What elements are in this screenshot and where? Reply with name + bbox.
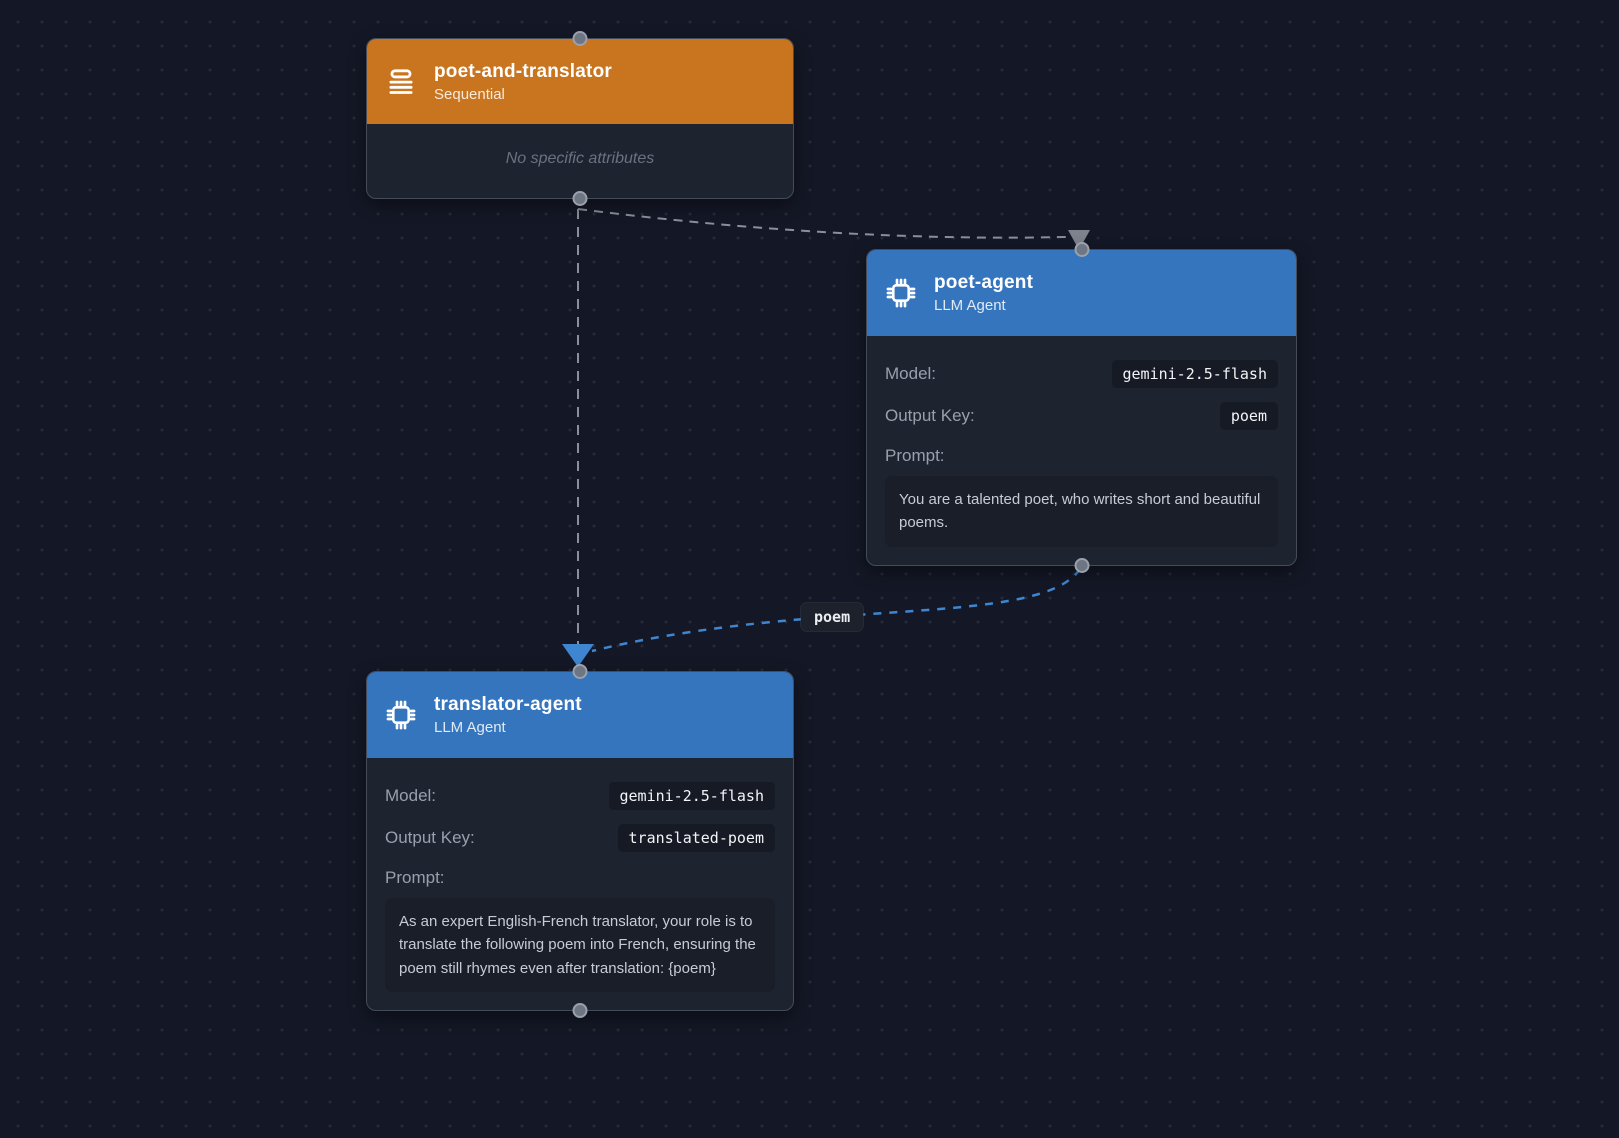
output-port[interactable] <box>572 1002 588 1018</box>
model-value: gemini-2.5-flash <box>1111 360 1278 388</box>
node-header[interactable]: translator-agent LLM Agent <box>367 672 793 758</box>
input-port[interactable] <box>572 31 588 46</box>
model-value: gemini-2.5-flash <box>608 782 775 810</box>
output-key-label: Output Key: <box>385 828 475 847</box>
node-header[interactable]: poet-and-translator Sequential <box>367 39 793 124</box>
node-title: poet-and-translator <box>434 60 612 82</box>
model-label: Model: <box>385 786 437 805</box>
output-port[interactable] <box>572 191 588 206</box>
edge-arrowhead-translator <box>562 644 594 667</box>
edge-poet-to-translator[interactable] <box>591 568 1082 653</box>
empty-attributes-note: No specific attributes <box>505 150 655 167</box>
output-key-label: Output Key: <box>885 406 975 425</box>
input-port[interactable] <box>1074 242 1089 257</box>
model-field: Model: gemini-2.5-flash <box>385 782 775 810</box>
node-translator-agent[interactable]: translator-agent LLM Agent Model: gemini… <box>366 664 794 1018</box>
edge-arrowhead-poet <box>1068 230 1090 250</box>
prompt-text: You are a talented poet, who writes shor… <box>885 476 1278 547</box>
model-label: Model: <box>885 364 937 383</box>
node-poet-agent[interactable]: poet-agent LLM Agent Model: gemini-2.5-f… <box>866 242 1297 573</box>
edge-label-poem[interactable]: poem <box>801 603 864 631</box>
output-key-value: translated-poem <box>617 824 775 852</box>
prompt-label: Prompt: <box>885 446 945 465</box>
model-field: Model: gemini-2.5-flash <box>885 360 1278 388</box>
output-key-value: poem <box>1219 402 1278 430</box>
output-key-field: Output Key: poem <box>885 402 1278 430</box>
prompt-text: As an expert English-French translator, … <box>385 898 775 992</box>
output-key-field: Output Key: translated-poem <box>385 824 775 852</box>
node-title: translator-agent <box>434 694 582 715</box>
sequential-list-icon <box>385 66 417 98</box>
node-title: poet-agent <box>934 272 1034 293</box>
node-type: Sequential <box>434 85 505 103</box>
chip-icon <box>885 277 917 309</box>
node-type: LLM Agent <box>934 297 1006 314</box>
node-type: LLM Agent <box>434 719 506 736</box>
node-header[interactable]: poet-agent LLM Agent <box>867 250 1296 336</box>
edge-sequential-to-poet[interactable] <box>577 208 1067 239</box>
prompt-label: Prompt: <box>385 868 445 887</box>
node-poet-and-translator[interactable]: poet-and-translator Sequential No specif… <box>366 31 794 206</box>
input-port[interactable] <box>572 664 588 679</box>
chip-icon <box>385 699 417 731</box>
output-port[interactable] <box>1074 557 1089 573</box>
